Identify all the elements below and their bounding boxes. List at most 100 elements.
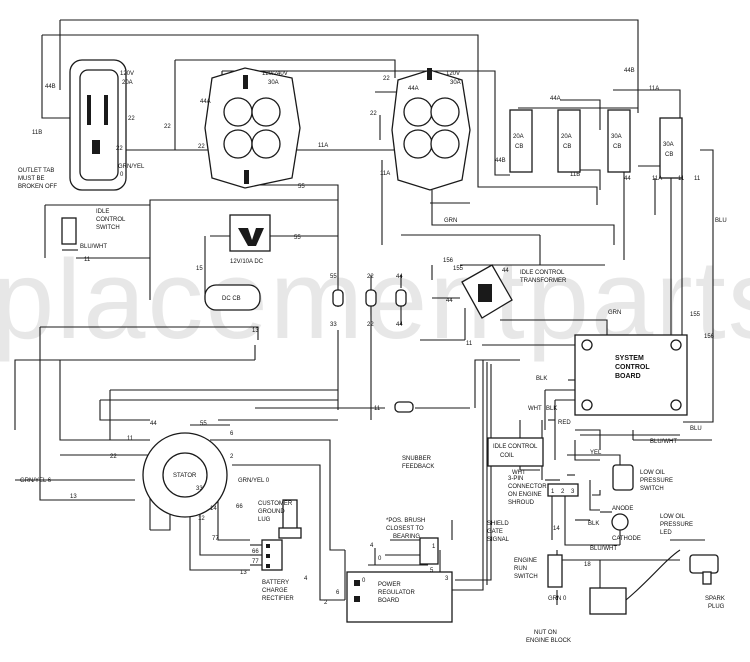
brush-assembly	[419, 537, 439, 565]
three-pin-label-3: ON ENGINE	[508, 492, 542, 498]
idle-switch-label-2: CONTROL	[96, 217, 126, 223]
svg-text:15: 15	[196, 266, 203, 272]
svg-text:11: 11	[84, 257, 91, 263]
svg-text:1: 1	[551, 489, 555, 495]
svg-text:BLK: BLK	[588, 521, 599, 527]
svg-text:20A: 20A	[513, 134, 524, 140]
regulator-label-1: POWER	[378, 582, 401, 588]
svg-text:1: 1	[432, 544, 436, 550]
idle-switch-label-3: SWITCH	[96, 225, 120, 231]
svg-text:155: 155	[453, 266, 464, 272]
spark-plug-icon	[689, 554, 719, 585]
idle-transformer-label-1: IDLE CONTROL	[520, 270, 565, 276]
customer-lug-label-3: LUG	[258, 517, 271, 523]
svg-text:CB: CB	[665, 152, 673, 158]
engine-switch-label-1: ENGINE	[514, 558, 537, 564]
outlet-left	[69, 59, 127, 191]
svg-text:44: 44	[396, 322, 403, 328]
svg-text:44: 44	[502, 268, 509, 274]
rectifier-label-2: CHARGE	[262, 588, 288, 594]
power-regulator-board	[346, 571, 453, 623]
ignition-coil	[589, 549, 681, 615]
rectifier-label-3: RECTIFIER	[262, 596, 294, 602]
ground-nut-label-1: NUT ON	[534, 630, 557, 636]
svg-text:22: 22	[116, 146, 123, 152]
svg-text:BLK: BLK	[536, 376, 547, 382]
idle-switch-label-1: IDLE	[96, 209, 109, 215]
shield-label-3: SIGNAL	[487, 537, 510, 543]
svg-text:11: 11	[694, 176, 701, 182]
svg-text:18: 18	[584, 562, 591, 568]
svg-text:11: 11	[678, 176, 685, 182]
svg-text:12: 12	[198, 516, 205, 522]
svg-text:11A: 11A	[318, 143, 328, 149]
customer-lug-label-2: GROUND	[258, 509, 285, 515]
engine-switch-label-3: SWITCH	[514, 574, 538, 580]
regulator-label-3: BOARD	[378, 598, 400, 604]
idle-coil-label-1: IDLE CONTROL	[493, 444, 538, 450]
cathode-label: CATHODE	[612, 536, 641, 542]
svg-text:44B: 44B	[624, 68, 635, 74]
spark-plug-label-1: SPARK	[705, 596, 725, 602]
grn-0-label: GRN 0	[548, 596, 567, 602]
svg-text:3: 3	[571, 489, 575, 495]
svg-text:11B: 11B	[32, 130, 42, 136]
svg-text:14: 14	[553, 526, 560, 532]
brush-label-2: CLOSEST TO	[386, 526, 424, 532]
anode-label: ANODE	[612, 506, 633, 512]
spark-plug-label-2: PLUG	[708, 604, 725, 610]
fuse-44	[395, 289, 407, 307]
low-oil-switch	[612, 464, 634, 491]
outlet-center-amps: 30A	[268, 80, 279, 86]
idle-coil-label-2: COIL	[500, 453, 515, 459]
svg-text:22: 22	[110, 454, 117, 460]
fuse-22	[365, 289, 377, 307]
svg-text:44: 44	[150, 421, 157, 427]
low-oil-switch-label-1: LOW OIL	[640, 470, 666, 476]
breaker-2: 20A CB	[557, 109, 581, 173]
svg-text:WHT: WHT	[528, 406, 542, 412]
svg-text:22: 22	[370, 111, 377, 117]
svg-text:6: 6	[336, 590, 340, 596]
svg-text:11: 11	[374, 406, 381, 412]
svg-text:33: 33	[196, 486, 203, 492]
svg-text:11: 11	[127, 436, 134, 442]
dc-circuit-breaker: DC CB	[204, 284, 261, 311]
svg-text:DC CB: DC CB	[222, 296, 241, 302]
svg-text:CB: CB	[613, 144, 621, 150]
outlet-center-rating: 120/240V	[262, 71, 288, 77]
snubber-label-1: SNUBBER	[402, 456, 432, 462]
svg-text:GRN/YEL 0: GRN/YEL 0	[238, 478, 270, 484]
svg-text:3: 3	[445, 576, 449, 582]
svg-text:0: 0	[378, 556, 382, 562]
three-pin-label-4: SHROUD	[508, 500, 535, 506]
outlet-right	[391, 68, 471, 191]
svg-text:WHT: WHT	[512, 470, 526, 476]
svg-text:4: 4	[370, 543, 374, 549]
svg-text:44A: 44A	[408, 86, 419, 92]
svg-text:CB: CB	[515, 144, 523, 150]
engine-run-switch	[547, 554, 563, 588]
shield-label-1: SHIELD	[487, 521, 509, 527]
svg-text:11B: 11B	[570, 172, 580, 178]
svg-text:44B: 44B	[495, 158, 506, 164]
svg-text:BLU: BLU	[715, 218, 727, 224]
outlet-tab-note-2: MUST BE	[18, 176, 45, 182]
svg-text:0: 0	[120, 172, 124, 178]
low-oil-led	[611, 513, 629, 531]
svg-text:44A: 44A	[200, 99, 211, 105]
low-oil-led-label-1: LOW OIL	[660, 514, 686, 520]
low-oil-led-label-3: LED	[660, 530, 672, 536]
stator	[142, 432, 228, 518]
outlet-tab-note-3: BROKEN OFF	[18, 184, 57, 190]
svg-text:155: 155	[690, 312, 701, 318]
outlet-left-amps: 20A	[122, 80, 133, 86]
fuse-11	[394, 401, 414, 413]
svg-text:13: 13	[70, 494, 77, 500]
svg-text:30A: 30A	[663, 142, 674, 148]
svg-text:11A: 11A	[649, 86, 659, 92]
svg-text:GRN/YEL: GRN/YEL	[118, 164, 145, 170]
three-pin-label-1: 3-PIN	[508, 476, 523, 482]
outlet-tab-note: OUTLET TAB	[18, 168, 54, 174]
idle-transformer	[461, 264, 513, 319]
